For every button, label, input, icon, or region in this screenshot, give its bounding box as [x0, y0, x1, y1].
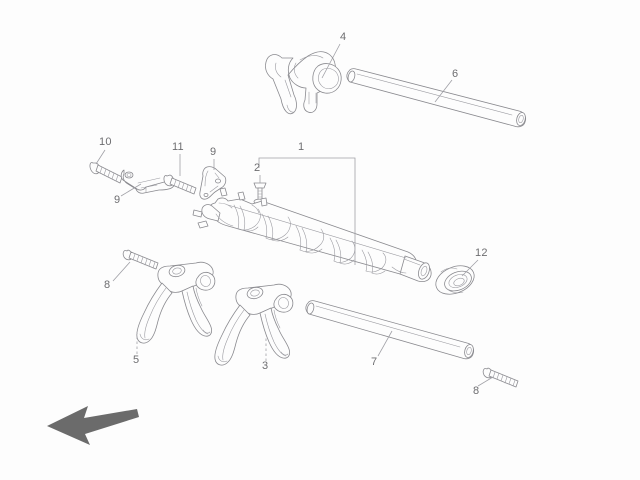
callout-label-8-right: 8	[473, 385, 480, 397]
part-shift-fork-guide-bar-lower	[305, 300, 475, 360]
part-bearing-ring	[435, 265, 475, 295]
callout-label-8-left: 8	[104, 279, 111, 291]
part-stopper-lever	[199, 166, 227, 200]
part-retaining-spring-right	[482, 367, 519, 388]
callout-label-3: 3	[262, 360, 269, 372]
part-shift-fork-no-2	[136, 261, 216, 344]
direction-arrow	[47, 406, 139, 445]
callout-label-4: 4	[340, 31, 347, 43]
part-shift-fork-no-3	[214, 283, 294, 366]
part-shift-fork-guide-bar-upper	[346, 68, 527, 128]
callout-label-11: 11	[172, 141, 184, 153]
callout-label-1: 1	[298, 141, 305, 153]
callout-label-9-lower: 9	[114, 194, 121, 206]
part-retaining-spring-left	[122, 249, 159, 270]
part-shift-fork-no-1	[265, 51, 342, 115]
part-bolt-short	[163, 174, 197, 195]
callout-label-9-upper: 9	[210, 146, 217, 158]
part-bolt-long	[89, 162, 123, 184]
callout-leader-lines	[95, 43, 494, 387]
callout-label-5: 5	[133, 354, 140, 366]
part-shift-drum-assembly	[192, 187, 432, 283]
callout-label-7: 7	[371, 356, 378, 368]
callout-label-10: 10	[99, 136, 112, 148]
callout-label-12: 12	[475, 247, 488, 259]
callout-label-6: 6	[452, 68, 459, 80]
callout-label-2: 2	[254, 162, 261, 174]
